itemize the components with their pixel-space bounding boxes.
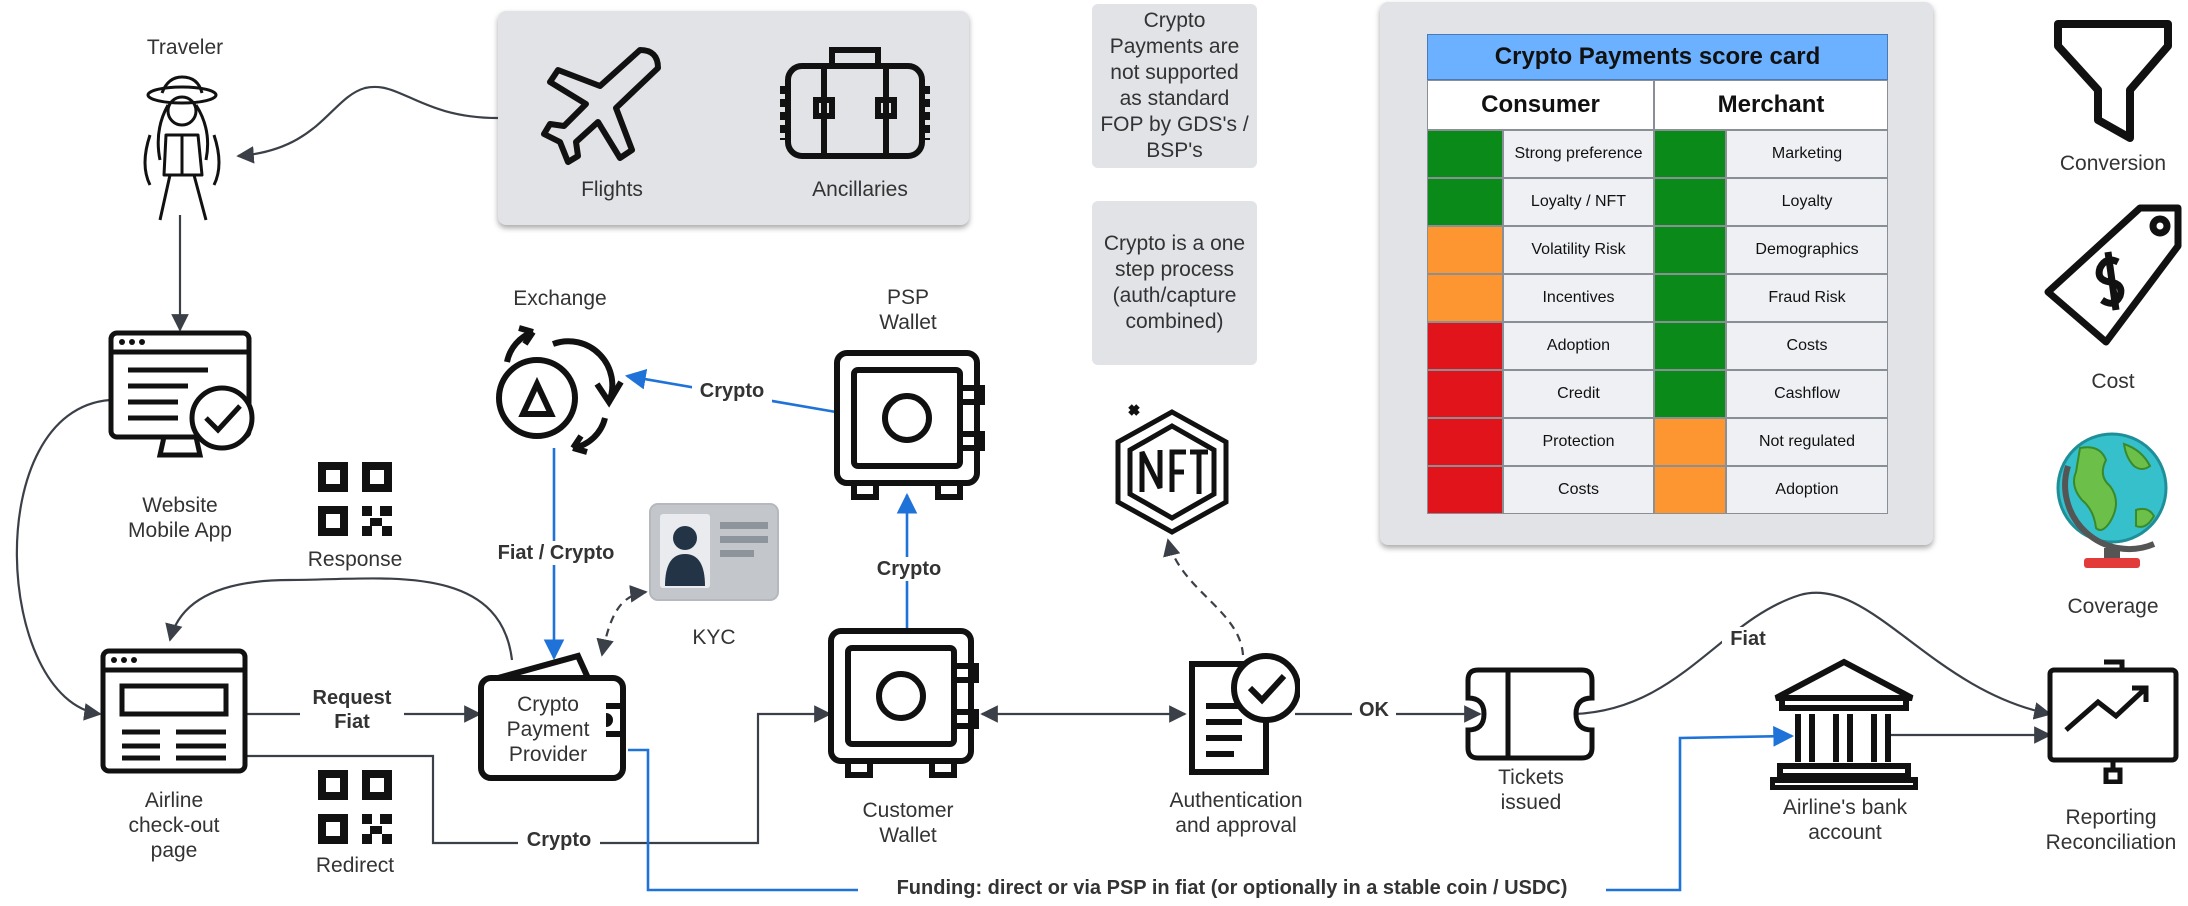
merchant-status-indicator (1654, 130, 1726, 178)
funnel-icon (2054, 20, 2172, 142)
qr-code-icon (318, 462, 392, 536)
scorecard-row: Incentives Fraud Risk (1427, 274, 1888, 322)
merchant-status-indicator (1654, 418, 1726, 466)
psp-wallet-label: PSP Wallet (879, 286, 937, 334)
merchant-criterion: Cashflow (1726, 370, 1888, 418)
conversion-label: Conversion (2059, 152, 2167, 175)
ticket-icon (1465, 667, 1595, 761)
merchant-criterion: Costs (1726, 322, 1888, 370)
consumer-criterion: Strong preference (1503, 130, 1654, 178)
flights-label: Flights (581, 178, 643, 201)
edge-kyc-to-provider (596, 585, 648, 657)
reporting-label: Reporting Reconciliation (2045, 806, 2177, 854)
coverage-label: Coverage (2067, 595, 2159, 618)
consumer-criterion: Loyalty / NFT (1503, 178, 1654, 226)
globe-icon (2056, 432, 2168, 568)
scorecard-row: Strong preference Marketing (1427, 130, 1888, 178)
auth-label: Authentication and approval (1169, 789, 1303, 837)
consumer-criterion: Credit (1503, 370, 1654, 418)
edge-label-funding: Funding: direct or via PSP in fiat (or o… (858, 876, 1606, 900)
safe-icon (828, 628, 979, 778)
edge-tickets-fiat-to-reporting (1573, 591, 2052, 720)
traveler-label: Traveler (146, 36, 224, 59)
price-tag-icon (2044, 204, 2182, 346)
edge-label-request-fiat: Request Fiat (300, 686, 404, 734)
scorecard-title: Crypto Payments score card (1427, 34, 1888, 80)
qr-code-icon (318, 770, 392, 844)
merchant-status-indicator (1654, 178, 1726, 226)
nft-icon (1115, 404, 1229, 535)
merchant-status-indicator (1654, 466, 1726, 514)
scorecard-row: Volatility Risk Demographics (1427, 226, 1888, 274)
consumer-status-indicator (1427, 274, 1503, 322)
consumer-criterion: Volatility Risk (1503, 226, 1654, 274)
merchant-status-indicator (1654, 322, 1726, 370)
kyc-label: KYC (692, 626, 736, 649)
edge-label-fiat-crypto: Fiat / Crypto (488, 541, 624, 565)
tickets-label: Tickets issued (1498, 766, 1564, 814)
edge-website-to-checkout (15, 398, 111, 721)
merchant-criterion: Loyalty (1726, 178, 1888, 226)
scorecard-row: Adoption Costs (1427, 322, 1888, 370)
id-card-icon (649, 503, 779, 601)
reporting-chart-icon (2047, 659, 2179, 784)
merchant-criterion: Demographics (1726, 226, 1888, 274)
checkout-label: Airline check-out page (128, 789, 220, 862)
consumer-criterion: Costs (1503, 466, 1654, 514)
website-label: Website Mobile App (128, 494, 232, 542)
merchant-status-indicator (1654, 274, 1726, 322)
edge-label-crypto-psp-exchange: Crypto (692, 379, 772, 403)
approval-document-icon (1189, 653, 1300, 775)
scorecard-row: Loyalty / NFT Loyalty (1427, 178, 1888, 226)
checkout-page-icon (100, 648, 248, 774)
bank-icon (1770, 658, 1918, 790)
consumer-status-indicator (1427, 370, 1503, 418)
scorecard-row: Credit Cashflow (1427, 370, 1888, 418)
edge-label-fiat: Fiat (1722, 627, 1774, 651)
safe-icon (834, 350, 985, 500)
website-icon (108, 330, 255, 458)
exchange-label: Exchange (513, 287, 607, 310)
consumer-status-indicator (1427, 418, 1503, 466)
consumer-status-indicator (1427, 322, 1503, 370)
merchant-status-indicator (1654, 370, 1726, 418)
edge-auth-to-nft (1163, 538, 1245, 656)
scorecard-row: Protection Not regulated (1427, 418, 1888, 466)
cost-label: Cost (2091, 370, 2135, 393)
edge-provider-response-to-checkout (165, 577, 514, 661)
consumer-status-indicator (1427, 466, 1503, 514)
consumer-criterion: Protection (1503, 418, 1654, 466)
scorecard-consumer-header: Consumer (1427, 80, 1654, 130)
redirect-label: Redirect (315, 854, 395, 877)
consumer-status-indicator (1427, 226, 1503, 274)
merchant-criterion: Adoption (1726, 466, 1888, 514)
consumer-status-indicator (1427, 178, 1503, 226)
plane-icon (541, 47, 661, 165)
ancillaries-label: Ancillaries (812, 178, 908, 201)
merchant-criterion: Fraud Risk (1726, 274, 1888, 322)
merchant-criterion: Not regulated (1726, 418, 1888, 466)
consumer-criterion: Adoption (1503, 322, 1654, 370)
merchant-criterion: Marketing (1726, 130, 1888, 178)
crypto-provider-label: Crypto Payment Provider (490, 692, 606, 767)
note-one-step: Crypto is a one step process (auth/captu… (1092, 201, 1257, 365)
consumer-criterion: Incentives (1503, 274, 1654, 322)
scorecard-merchant-header: Merchant (1654, 80, 1888, 130)
merchant-status-indicator (1654, 226, 1726, 274)
edge-label-crypto-checkout: Crypto (518, 828, 600, 852)
customer-wallet-label: Customer Wallet (862, 799, 954, 847)
suitcase-icon (780, 47, 930, 159)
exchange-icon (496, 325, 624, 455)
scorecard-row: Costs Adoption (1427, 466, 1888, 514)
edge-label-ok: OK (1352, 698, 1396, 722)
consumer-status-indicator (1427, 130, 1503, 178)
response-label: Response (307, 548, 403, 571)
note-gds-bsp: Crypto Payments are not supported as sta… (1092, 4, 1257, 168)
traveler-icon (143, 75, 221, 221)
edge-label-crypto-customer-psp: Crypto (868, 557, 950, 581)
edge-products-to-traveler (236, 85, 499, 164)
bank-label: Airline's bank account (1782, 796, 1908, 844)
